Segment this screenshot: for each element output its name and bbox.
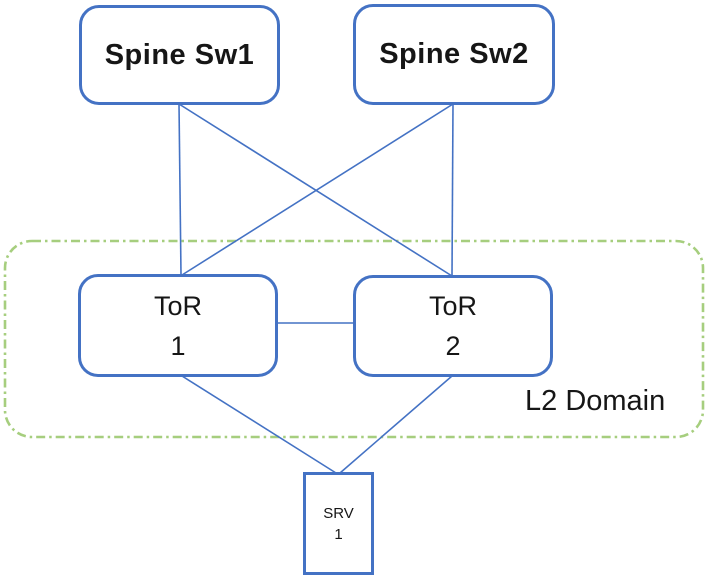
node-spine-sw1: Spine Sw1 bbox=[79, 5, 280, 105]
node-srv-1: SRV 1 bbox=[303, 472, 374, 575]
l2-domain-label: L2 Domain bbox=[525, 385, 666, 417]
link-spine2-tor1 bbox=[181, 103, 454, 276]
node-tor-2-label: ToR bbox=[428, 291, 477, 321]
node-tor-1-label: ToR bbox=[153, 290, 202, 321]
node-spine-sw1-label: Spine Sw1 bbox=[104, 38, 255, 71]
node-spine-sw2-label: Spine Sw2 bbox=[379, 38, 529, 70]
node-srv-1-number: 1 bbox=[334, 525, 343, 543]
link-tor1-srv1 bbox=[181, 375, 337, 474]
link-tor2-srv1 bbox=[339, 375, 453, 474]
node-tor-2-number: 2 bbox=[445, 331, 461, 361]
node-spine-sw2: Spine Sw2 bbox=[353, 4, 555, 105]
node-tor-1: ToR 1 bbox=[78, 274, 278, 377]
node-tor-1-number: 1 bbox=[170, 330, 186, 361]
node-tor-2: ToR 2 bbox=[353, 275, 553, 377]
node-srv-1-label: SRV bbox=[323, 504, 354, 522]
link-spine2-tor2 bbox=[451, 103, 454, 277]
link-spine1-tor1 bbox=[178, 103, 182, 276]
